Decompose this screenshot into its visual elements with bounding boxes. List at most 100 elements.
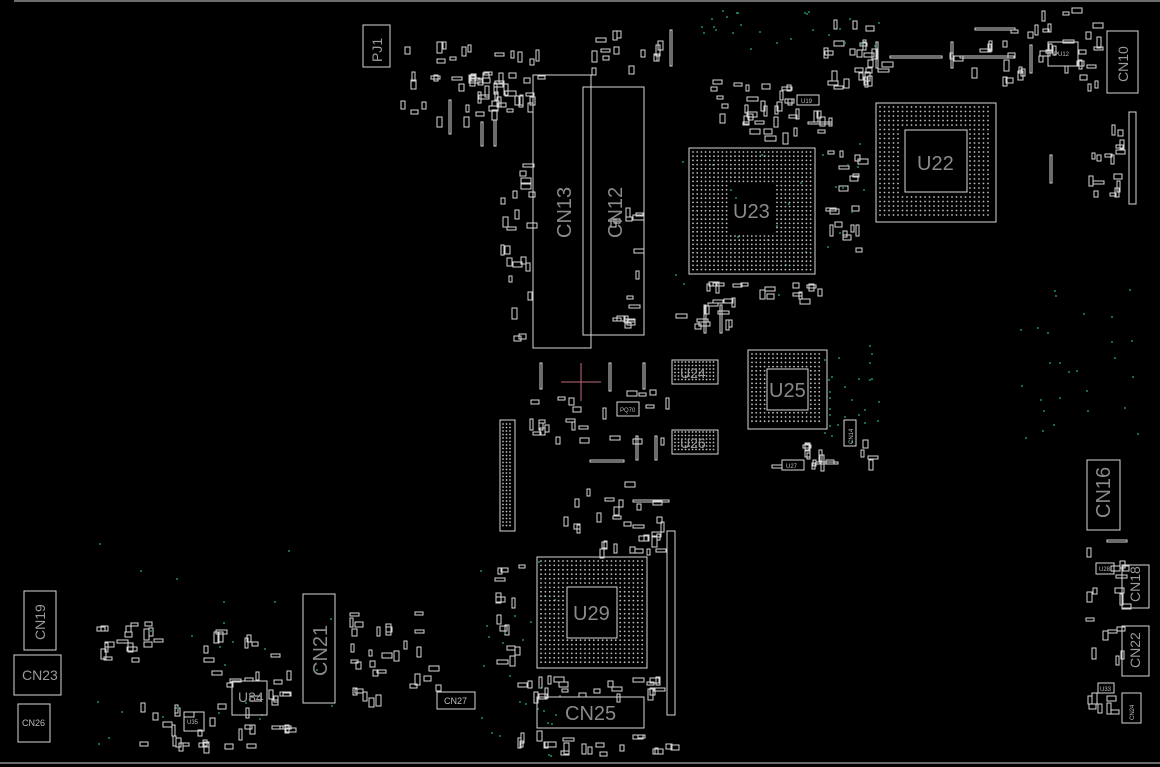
- bga-ball: [809, 420, 812, 423]
- bga-ball: [553, 564, 556, 567]
- smd-pad: [596, 512, 602, 523]
- bga-ball: [725, 235, 728, 237]
- cn23-connector[interactable]: CN23: [13, 654, 62, 696]
- u27-chip[interactable]: U27: [781, 459, 805, 471]
- bga-ball: [818, 420, 821, 423]
- smd-pad: [889, 55, 943, 59]
- via-dot: [844, 386, 846, 388]
- bga-ball: [797, 230, 799, 233]
- bga-ball: [780, 184, 783, 187]
- bga-ball: [636, 599, 639, 602]
- cn10-connector[interactable]: CN10: [1106, 30, 1139, 94]
- bga-ball: [776, 243, 778, 246]
- smd-pad: [500, 197, 506, 205]
- bga-ball: [597, 560, 600, 562]
- bga-ball: [801, 214, 804, 216]
- u35-chip[interactable]: U35: [183, 711, 205, 732]
- bga-ball: [924, 196, 926, 198]
- right-edge-connector[interactable]: [1128, 111, 1137, 205]
- bga-ball: [784, 214, 787, 216]
- bga-ball: [713, 222, 715, 225]
- u25-chip[interactable]: U25: [747, 349, 828, 430]
- pu12-chip[interactable]: PU12: [1047, 41, 1079, 67]
- u22-chip[interactable]: U22: [875, 102, 997, 223]
- bga-ball: [553, 595, 556, 598]
- bga-ball: [695, 438, 697, 440]
- bga-ball: [879, 142, 881, 144]
- bga-ball: [700, 214, 703, 216]
- cn13-connector[interactable]: CN13: [532, 74, 592, 349]
- cn24-connector[interactable]: CN24: [1121, 692, 1142, 724]
- bga-ball: [755, 403, 758, 406]
- bga-ball: [928, 209, 931, 212]
- bga-ball: [801, 176, 804, 179]
- bga-ball: [619, 568, 622, 571]
- bga-ball: [888, 151, 890, 153]
- bga-ball: [619, 577, 622, 580]
- bga-ball: [964, 196, 967, 198]
- via-dot: [1040, 399, 1042, 401]
- u33-chip[interactable]: U33: [1097, 682, 1115, 694]
- bga-ball: [982, 191, 985, 194]
- bga-ball: [910, 196, 913, 198]
- u24-chip[interactable]: U24: [671, 359, 719, 385]
- u29-chip[interactable]: U29: [536, 556, 648, 669]
- bga-ball: [759, 243, 762, 246]
- bga-ball: [562, 577, 564, 580]
- cn14-connector[interactable]: CN14: [843, 419, 857, 447]
- bga-ball: [713, 230, 715, 233]
- bga-ball: [725, 218, 728, 221]
- bga-ball: [776, 256, 778, 258]
- pj1-power-jack[interactable]: PJ1: [362, 24, 391, 68]
- bga-ball: [584, 661, 586, 664]
- via-dot: [736, 12, 738, 14]
- cn18-connector[interactable]: CN18: [1121, 564, 1150, 609]
- bga-ball: [548, 608, 551, 611]
- smd-pad: [764, 286, 776, 292]
- via-dot: [121, 711, 123, 713]
- cn16-connector[interactable]: CN16: [1086, 459, 1121, 531]
- cn26-connector[interactable]: CN26: [17, 703, 51, 743]
- cn21-connector[interactable]: CN21: [302, 593, 336, 704]
- via-dot: [871, 353, 873, 355]
- bga-ball: [792, 167, 795, 170]
- u19-chip[interactable]: U19: [796, 94, 820, 106]
- u34-chip[interactable]: U34: [231, 680, 268, 716]
- bga-ball: [729, 264, 732, 267]
- cn23-label: CN23: [22, 667, 58, 683]
- bga-ball: [942, 214, 944, 216]
- bga-ball: [906, 124, 908, 126]
- bga-ball: [704, 243, 707, 246]
- bga-ball: [897, 115, 899, 117]
- cn25-connector[interactable]: CN25: [536, 696, 645, 729]
- smd-pad: [979, 48, 991, 53]
- bga-ball: [946, 124, 949, 126]
- bga-ball: [713, 193, 715, 195]
- bga-ball: [725, 251, 728, 254]
- bga-ball: [784, 411, 787, 414]
- u23-cpu[interactable]: U23: [688, 147, 816, 275]
- smd-pad: [626, 295, 634, 300]
- smd-pad: [520, 732, 525, 744]
- bga-ball: [892, 187, 895, 189]
- via-dot: [778, 294, 780, 296]
- cn27-connector[interactable]: CN27: [436, 691, 476, 710]
- bga-ball: [540, 643, 542, 646]
- cn19-connector[interactable]: CN19: [23, 590, 57, 651]
- bga-ball: [702, 434, 704, 437]
- bga-ball: [588, 573, 591, 576]
- bga-ball: [973, 124, 976, 126]
- bga-ball: [746, 264, 749, 267]
- vertical-connector-mid[interactable]: [499, 419, 516, 532]
- pq70-transistor[interactable]: PQ70: [616, 401, 640, 417]
- cn22-connector[interactable]: CN22: [1121, 625, 1150, 677]
- bga-ball: [910, 209, 913, 212]
- bga-ball: [879, 209, 881, 212]
- u28-chip[interactable]: U28: [1095, 562, 1115, 575]
- u26-chip[interactable]: U26: [671, 429, 719, 455]
- cn12-connector[interactable]: CN12: [582, 86, 645, 336]
- bga-ball: [702, 445, 704, 447]
- bga-ball: [960, 106, 962, 108]
- u29-side-connector[interactable]: [666, 530, 676, 716]
- bga-ball: [721, 197, 724, 200]
